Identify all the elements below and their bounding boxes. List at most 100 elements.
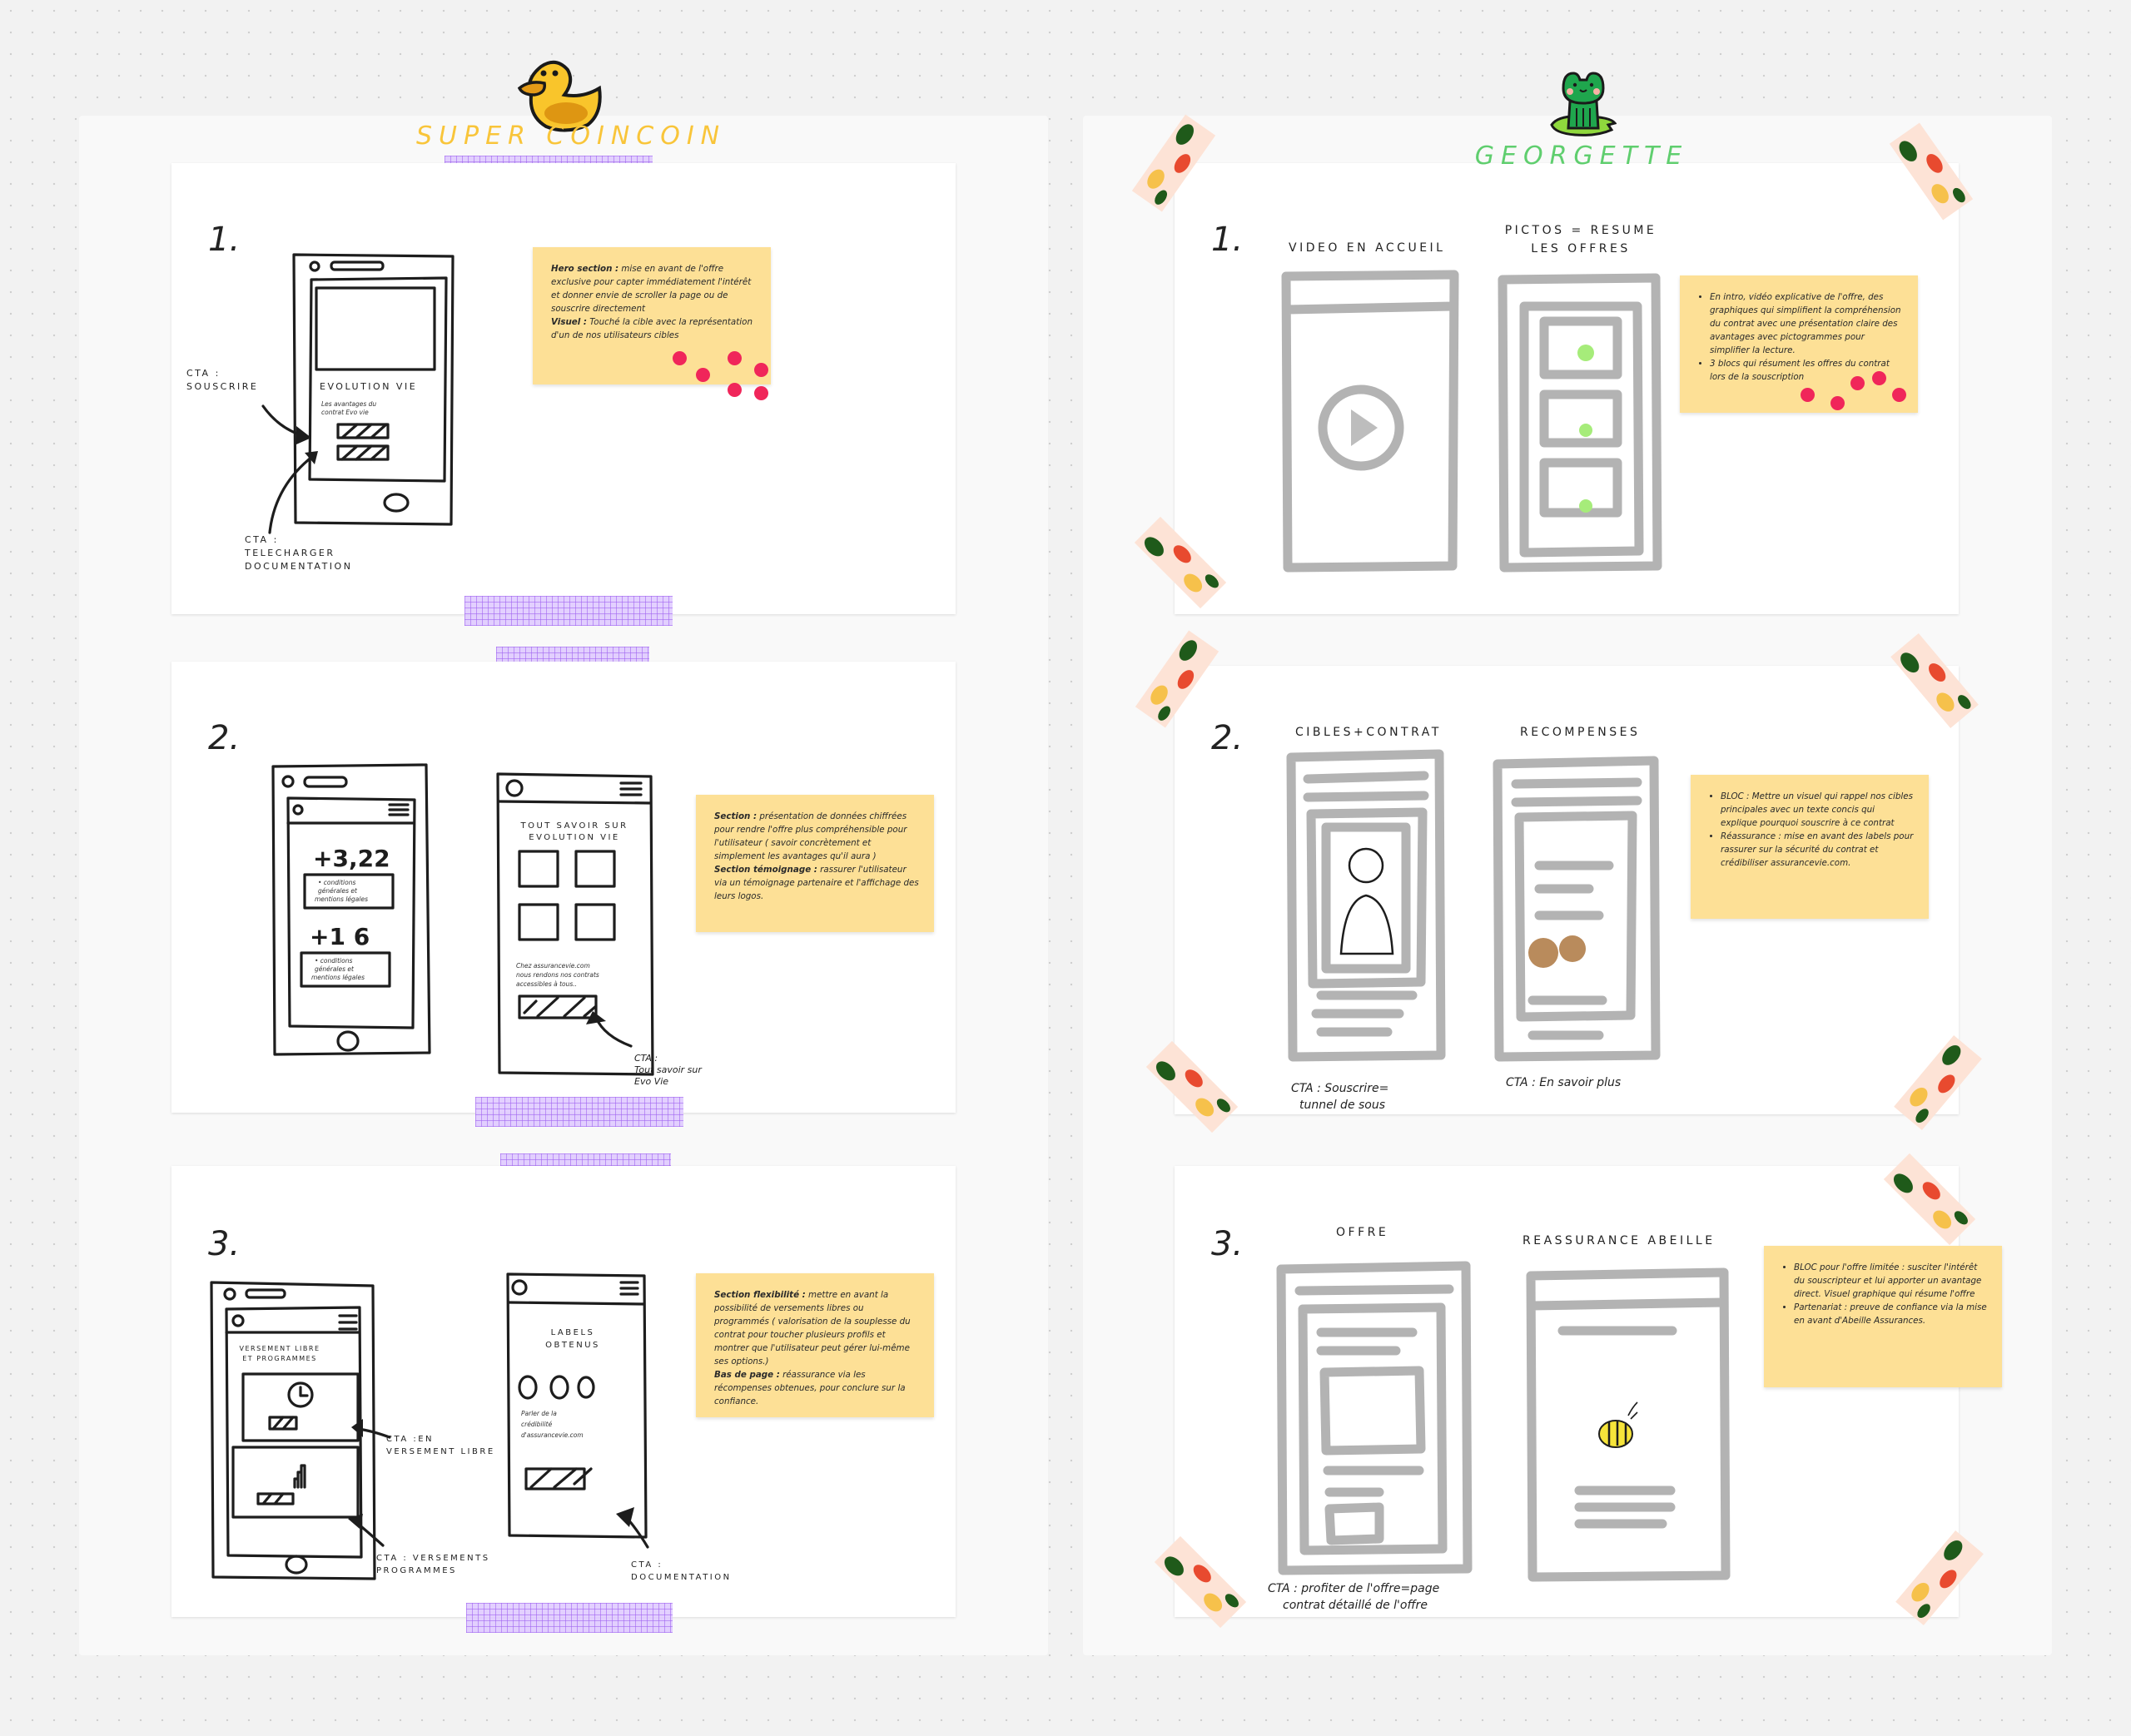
sticky-note[interactable]: BLOC : Mettre un visuel qui rappel nos c… <box>1691 775 1929 919</box>
sticky-note[interactable]: Section : présentation de données chiffr… <box>696 795 934 932</box>
svg-text:ET PROGRAMMES: ET PROGRAMMES <box>242 1355 317 1362</box>
vote-dot <box>1830 396 1845 410</box>
svg-text:CTA :EN: CTA :EN <box>386 1435 434 1444</box>
svg-text:1.: 1. <box>1211 221 1243 259</box>
svg-text:LABELS: LABELS <box>551 1328 595 1337</box>
vote-dot <box>1872 371 1886 385</box>
svg-text:CTA : profiter de l'offre=page: CTA : profiter de l'offre=page <box>1268 1582 1439 1595</box>
svg-text:Parler de la: Parler de la <box>521 1410 557 1417</box>
svg-text:contrat Evo vie: contrat Evo vie <box>321 409 369 416</box>
svg-text:tunnel de sous: tunnel de sous <box>1299 1099 1385 1112</box>
frog-icon <box>1550 72 1617 136</box>
sticky-paragraph: Section : présentation de données chiffr… <box>714 811 907 861</box>
phone-wireframe-sketch: 3. VERSEMENT LIBRE ET PROGRAMMES CTA :EN… <box>208 1225 732 1582</box>
svg-text:PICTOS = RESUME: PICTOS = RESUME <box>1505 224 1657 237</box>
board-title: SUPER COINCOIN <box>416 122 727 151</box>
sticky-bullet: En intro, vidéo explicative de l'offre, … <box>1710 290 1903 357</box>
svg-text:nous rendons nos contrats: nous rendons nos contrats <box>516 971 599 979</box>
svg-text:TOUT SAVOIR SUR: TOUT SAVOIR SUR <box>519 821 628 831</box>
washi-tape <box>475 1097 683 1127</box>
svg-text:Tout savoir sur: Tout savoir sur <box>634 1064 703 1075</box>
svg-text:2.: 2. <box>208 719 240 757</box>
sticky-note[interactable]: En intro, vidéo explicative de l'offre, … <box>1680 275 1918 413</box>
svg-text:Les avantages du: Les avantages du <box>321 400 376 408</box>
svg-text:CTA : En savoir plus: CTA : En savoir plus <box>1506 1076 1621 1089</box>
svg-text:CTA :: CTA : <box>631 1560 663 1570</box>
sticky-bullet: Partenariat : preuve de confiance via la… <box>1794 1301 1987 1327</box>
washi-tape <box>466 1603 673 1633</box>
svg-text:3.: 3. <box>208 1225 240 1263</box>
sketch-frame-3: 3. OFFRE REASSURANCE ABEILLE CTA : profi… <box>1175 1166 2002 1617</box>
svg-text:LES OFFRES: LES OFFRES <box>1531 242 1631 255</box>
vote-dot <box>1801 388 1815 402</box>
svg-text:CTA :: CTA : <box>186 368 221 379</box>
svg-text:mentions légales: mentions légales <box>311 974 365 981</box>
sketch-frame-2: 2. +3,22 • conditions générales et menti… <box>171 662 956 1113</box>
svg-text:DOCUMENTATION: DOCUMENTATION <box>245 561 352 572</box>
phone-wireframe-sketch: 3. OFFRE REASSURANCE ABEILLE CTA : profi… <box>1211 1225 1731 1612</box>
vote-dot <box>1892 388 1906 402</box>
svg-text:crédibilité: crédibilité <box>521 1421 553 1428</box>
svg-text:1.: 1. <box>208 221 240 259</box>
svg-text:3.: 3. <box>1211 1225 1243 1263</box>
svg-text:contrat détaillé de l'offre: contrat détaillé de l'offre <box>1283 1599 1428 1612</box>
svg-text:accessibles à tous..: accessibles à tous.. <box>516 980 577 988</box>
sticky-paragraph: Bas de page : réassurance via les récomp… <box>714 1370 906 1406</box>
vote-dot <box>754 386 768 400</box>
svg-text:DOCUMENTATION: DOCUMENTATION <box>631 1573 732 1582</box>
svg-text:OFFRE: OFFRE <box>1336 1226 1388 1239</box>
svg-text:CTA :: CTA : <box>245 534 279 545</box>
svg-text:EVOLUTION VIE: EVOLUTION VIE <box>529 833 619 842</box>
sticky-paragraph: Section témoignage : rassurer l'utilisat… <box>714 865 919 901</box>
svg-text:CTA : Souscrire=: CTA : Souscrire= <box>1291 1082 1388 1095</box>
svg-text:2.: 2. <box>1211 719 1243 757</box>
sticky-bullet: BLOC pour l'offre limitée : susciter l'i… <box>1794 1261 1987 1301</box>
svg-text:Chez assurancevie.com: Chez assurancevie.com <box>516 962 590 970</box>
svg-text:générales et: générales et <box>315 965 355 973</box>
vote-dot <box>728 351 742 365</box>
svg-text:CIBLES+CONTRAT: CIBLES+CONTRAT <box>1295 726 1442 739</box>
duck-icon <box>517 60 602 132</box>
svg-text:OBTENUS: OBTENUS <box>545 1341 600 1350</box>
vote-dot <box>728 383 742 397</box>
svg-text:générales et: générales et <box>318 887 358 895</box>
board-title: GEORGETTE <box>1474 141 1689 171</box>
svg-text:mentions légales: mentions légales <box>315 895 368 903</box>
svg-text:Evo Vie: Evo Vie <box>634 1076 668 1087</box>
phone-wireframe-sketch: 1. EVOLUTION VIE Les avantages du contra… <box>186 221 455 572</box>
sticky-paragraph: Hero section : mise en avant de l'offre … <box>551 264 752 314</box>
svg-text:PROGRAMMES: PROGRAMMES <box>376 1566 457 1575</box>
sketch-frame-1: 1. EVOLUTION VIE Les avantages du contra… <box>171 163 956 614</box>
svg-text:VERSEMENT LIBRE: VERSEMENT LIBRE <box>386 1447 495 1456</box>
svg-text:VERSEMENT LIBRE: VERSEMENT LIBRE <box>239 1345 320 1352</box>
sticky-bullet: BLOC : Mettre un visuel qui rappel nos c… <box>1721 790 1914 830</box>
svg-text:+1 6: +1 6 <box>310 923 370 950</box>
vote-dot <box>696 368 710 382</box>
vote-dot <box>754 363 768 377</box>
sticky-bullet: Réassurance : mise en avant des labels p… <box>1721 830 1914 870</box>
svg-text:VIDEO EN ACCUEIL: VIDEO EN ACCUEIL <box>1289 241 1445 255</box>
phone-wireframe-sketch: 2. CIBLES+CONTRAT RECOMPENSES CTA : Sous… <box>1211 719 1661 1112</box>
vote-dot <box>673 351 687 365</box>
phone-wireframe-sketch: 2. +3,22 • conditions générales et menti… <box>208 719 703 1087</box>
svg-text:d'assurancevie.com: d'assurancevie.com <box>521 1431 584 1439</box>
sticky-paragraph: Visuel : Touché la cible avec la représe… <box>551 317 753 340</box>
sketch-frame-3: 3. VERSEMENT LIBRE ET PROGRAMMES CTA :EN… <box>171 1166 956 1617</box>
svg-text:TELECHARGER: TELECHARGER <box>244 548 335 558</box>
sticky-note[interactable]: Section flexibilité : mettre en avant la… <box>696 1273 934 1417</box>
svg-text:+3,22: +3,22 <box>313 845 390 872</box>
svg-text:• conditions: • conditions <box>315 957 352 965</box>
svg-text:SOUSCRIRE: SOUSCRIRE <box>186 381 258 392</box>
sticky-paragraph: Section flexibilité : mettre en avant la… <box>714 1290 911 1366</box>
sticky-bullet: 3 blocs qui résument les offres du contr… <box>1710 357 1903 384</box>
sticky-note[interactable]: BLOC pour l'offre limitée : susciter l'i… <box>1764 1246 2002 1387</box>
svg-text:• conditions: • conditions <box>318 879 355 886</box>
svg-text:CTA :: CTA : <box>634 1053 658 1064</box>
svg-text:EVOLUTION VIE: EVOLUTION VIE <box>320 381 417 392</box>
svg-text:RECOMPENSES: RECOMPENSES <box>1520 726 1640 739</box>
sketch-frame-2: 2. CIBLES+CONTRAT RECOMPENSES CTA : Sous… <box>1175 666 1959 1114</box>
washi-tape <box>464 596 673 626</box>
vote-dot <box>1850 376 1865 390</box>
sketch-frame-1: 1. VIDEO EN ACCUEIL PICTOS = RESUME LES … <box>1175 163 1959 614</box>
svg-text:REASSURANCE ABEILLE: REASSURANCE ABEILLE <box>1522 1234 1716 1247</box>
